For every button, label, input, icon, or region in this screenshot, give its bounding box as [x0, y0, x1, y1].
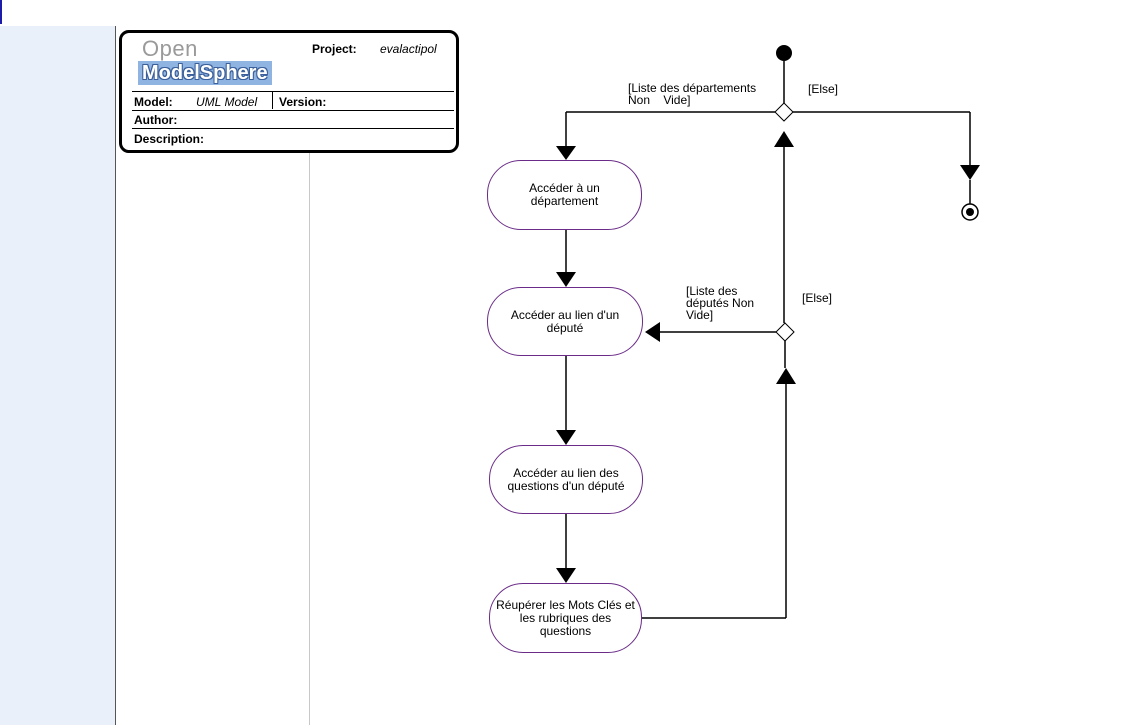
decision-node-middle	[775, 322, 795, 342]
arrowhead-to-top-decision	[774, 131, 794, 147]
guard-else-middle: [Else]	[802, 291, 833, 305]
decision-node-top	[774, 102, 794, 122]
title-vertical-divider	[272, 92, 273, 109]
title-divider-3	[132, 128, 454, 129]
arrowhead-to-activity-2	[556, 272, 576, 287]
activity-recuperer-mots-cles[interactable]: Réupérer les Mots Clés et les rubriques …	[489, 583, 642, 653]
top-accent-bar	[0, 0, 2, 24]
project-label: Project:	[312, 42, 357, 56]
title-divider-1	[132, 91, 454, 92]
arrowhead-to-middle-decision	[776, 368, 796, 384]
description-label: Description:	[134, 132, 205, 146]
activity-label: Accéder au lien des questions d'un déput…	[507, 465, 625, 493]
arrowhead-to-final	[960, 165, 980, 180]
arrowhead-to-activity-4	[556, 568, 576, 583]
activity-label: Réupérer les Mots Clés et les rubriques …	[496, 597, 635, 638]
title-divider-2	[132, 110, 454, 111]
title-block: Open ModelSphere Project: evalactipol Mo…	[119, 30, 459, 153]
activity-acceder-lien-depute[interactable]: Accéder au lien d'un député	[487, 287, 643, 356]
activity-label: Accéder à un département	[529, 181, 600, 208]
activity-label: Accéder au lien d'un député	[510, 307, 620, 335]
project-value: evalactipol	[380, 42, 437, 56]
initial-node	[776, 45, 792, 61]
arrowhead-to-activity-1	[556, 146, 576, 160]
activity-acceder-departement[interactable]: Accéder à un département	[487, 160, 642, 230]
guard-liste-departements-non-vide: [Liste des départements Non Vide]	[628, 81, 757, 107]
author-label: Author:	[134, 113, 178, 127]
model-value: UML Model	[196, 95, 258, 109]
arrowhead-to-activity-2-side	[645, 322, 660, 342]
version-label: Version:	[279, 95, 327, 109]
arrowhead-to-activity-3	[556, 430, 576, 445]
top-bar	[0, 0, 1133, 26]
logo-open-text: Open	[142, 36, 198, 61]
guard-liste-deputes-non-vide: [Liste des députés Non Vide]	[686, 284, 755, 322]
logo-modelsphere-text: ModelSphere	[138, 61, 272, 85]
left-panel	[0, 26, 116, 725]
swimlane-divider	[309, 150, 310, 725]
final-node-inner	[966, 208, 974, 216]
activity-acceder-questions-depute[interactable]: Accéder au lien des questions d'un déput…	[489, 445, 643, 514]
model-label: Model:	[134, 95, 173, 109]
guard-else-top: [Else]	[808, 82, 839, 96]
